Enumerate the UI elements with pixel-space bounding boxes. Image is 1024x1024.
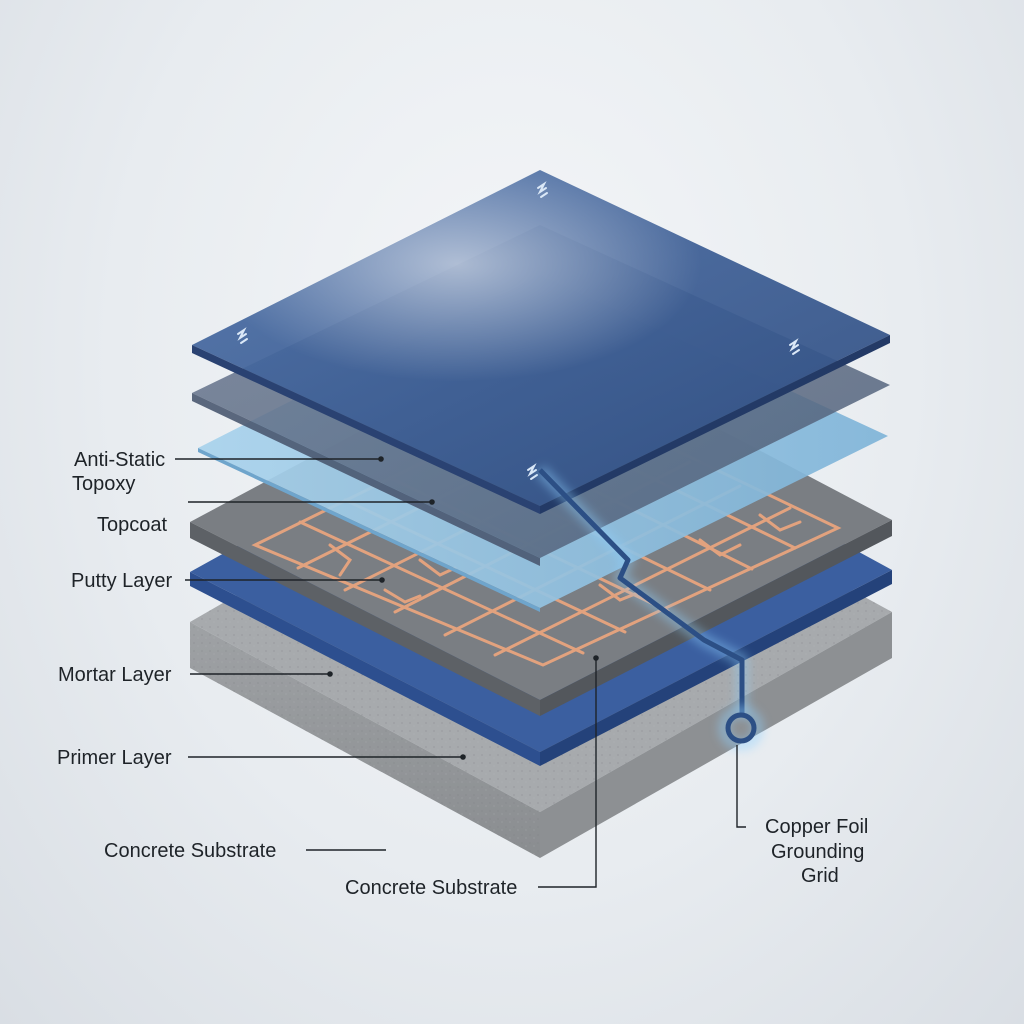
label-grounding: Grounding — [771, 841, 865, 863]
label-topoxy: Topoxy — [72, 473, 136, 495]
label-concrete-substrate-left: Concrete Substrate — [104, 840, 277, 862]
anti-static-top-panel — [192, 170, 890, 514]
label-putty-layer: Putty Layer — [71, 570, 173, 592]
label-anti-static: Anti-Static — [74, 449, 166, 471]
static-discharge-icon — [237, 181, 800, 480]
leader-lines — [175, 458, 746, 888]
label-topcoat: Topcoat — [97, 514, 168, 536]
label-grid: Grid — [801, 865, 839, 887]
label-concrete-substrate-bottom: Concrete Substrate — [345, 877, 518, 899]
grounding-wire — [535, 465, 763, 750]
leader-dots — [327, 456, 599, 760]
label-copper-foil: Copper Foil — [765, 816, 869, 838]
label-mortar-layer: Mortar Layer — [58, 664, 172, 686]
label-primer-layer: Primer Layer — [57, 747, 172, 769]
